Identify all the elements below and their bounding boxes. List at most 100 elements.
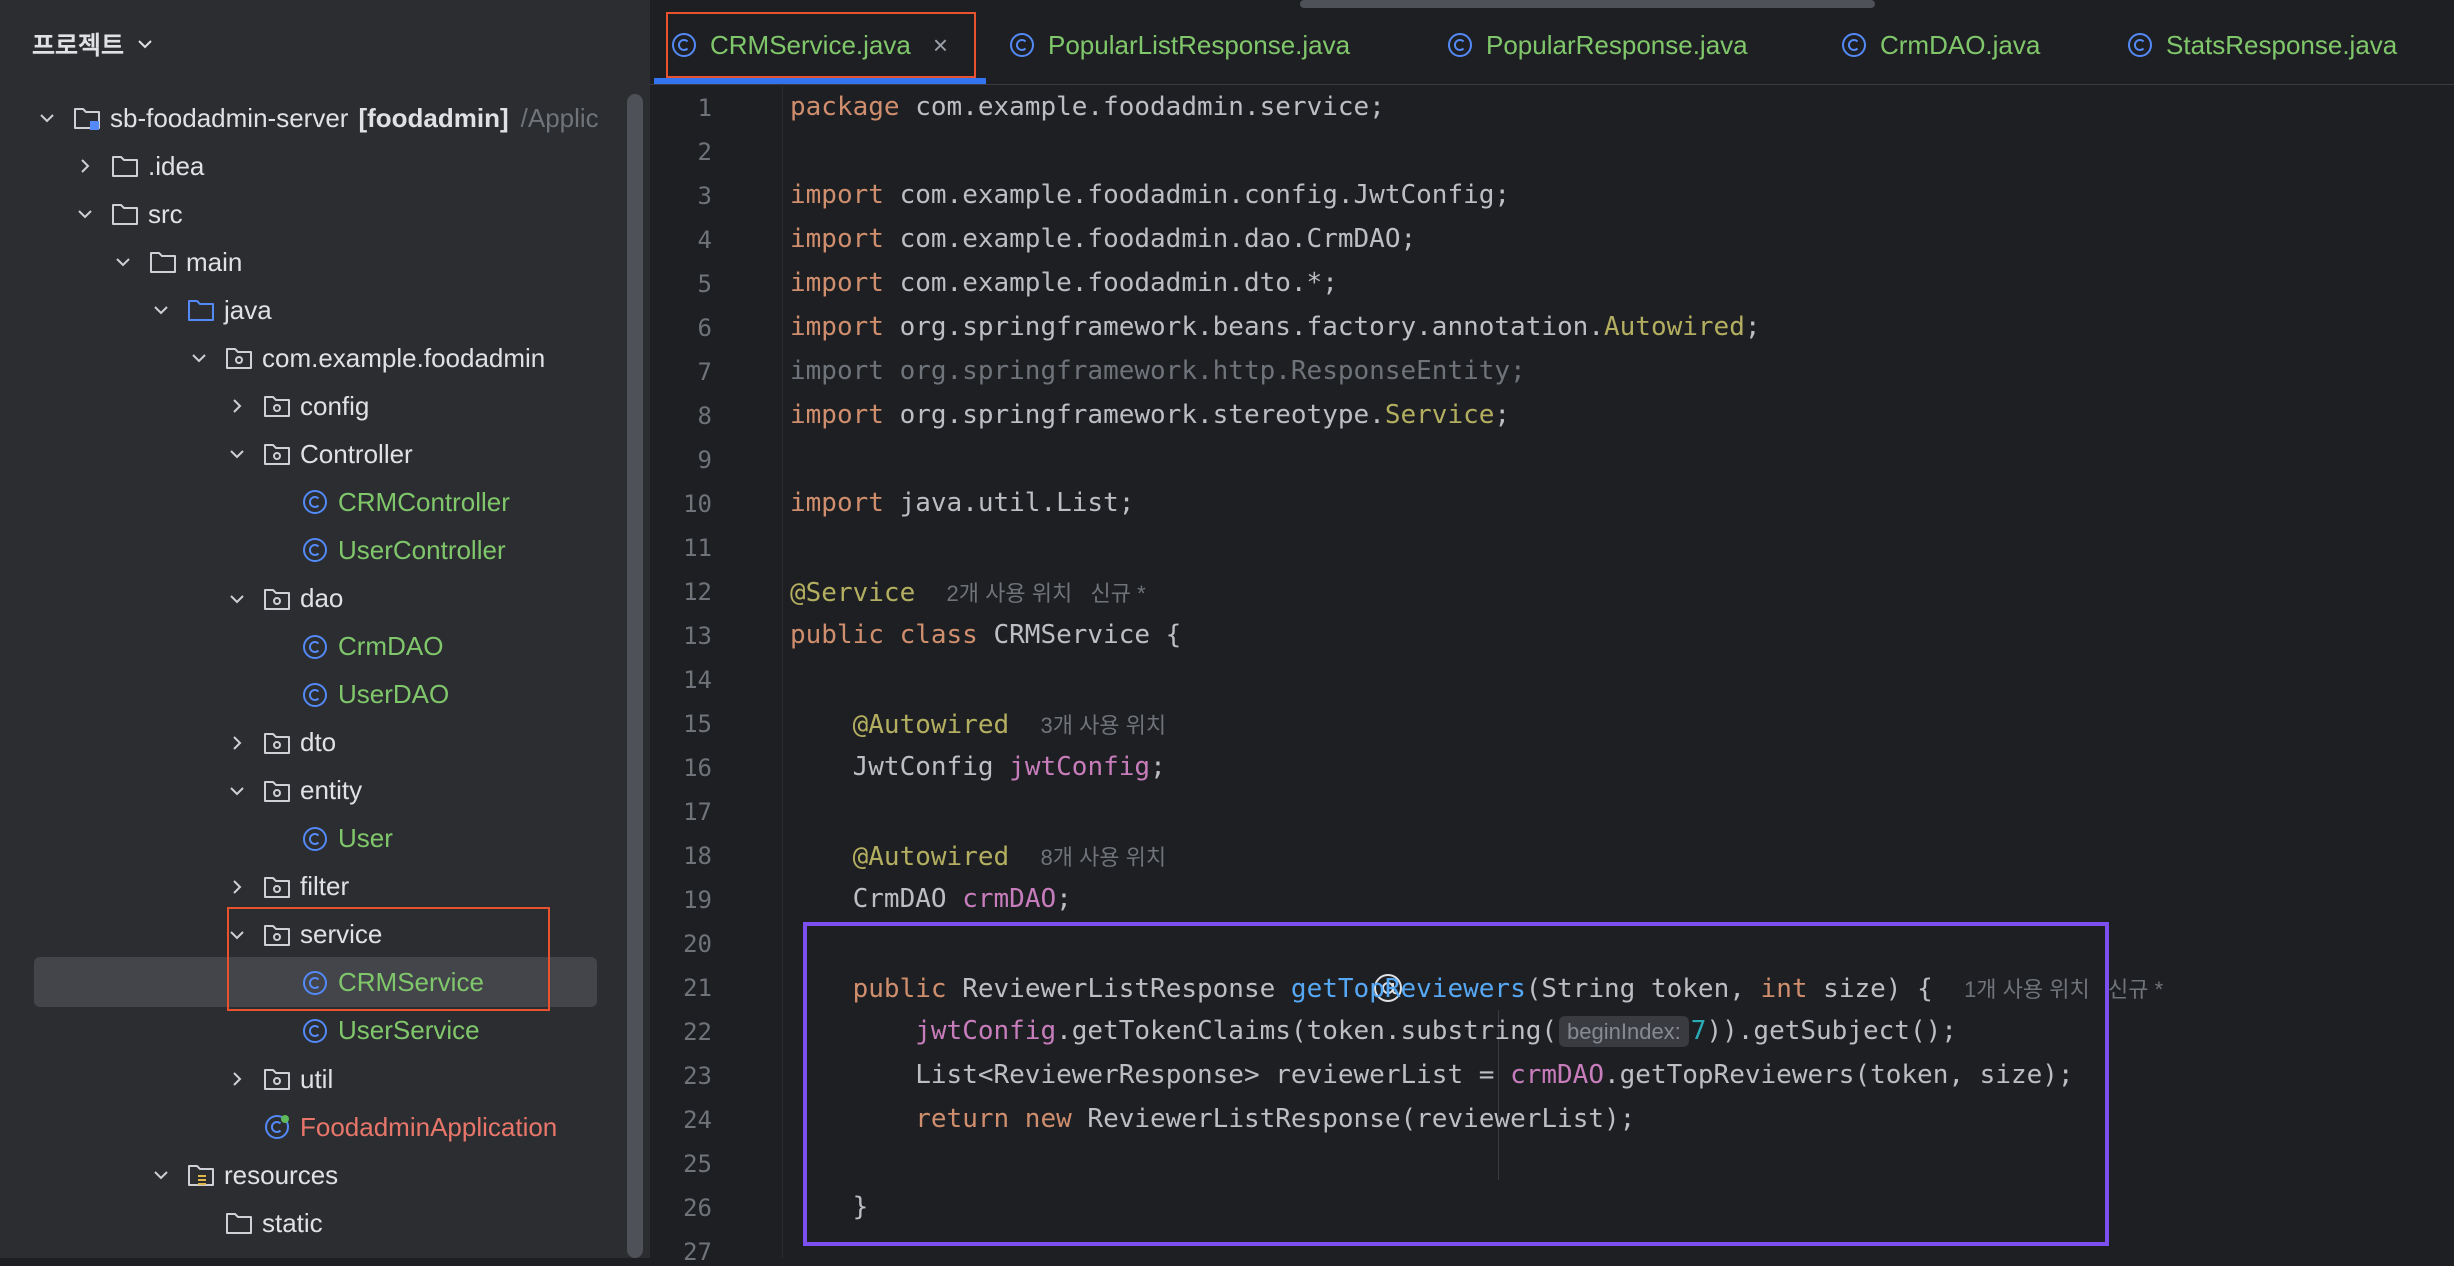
usage-hint[interactable]: 3개 사용 위치 (1040, 713, 1167, 738)
chevron-down-icon[interactable] (74, 203, 96, 225)
implementation-at-icon[interactable] (1372, 972, 1404, 1004)
tree-item-crmservice[interactable]: CRMService (264, 963, 484, 1003)
tree-item-service[interactable]: service (226, 915, 382, 955)
tab-popularresponse[interactable]: PopularResponse.java (1446, 16, 1748, 74)
tree-item-config[interactable]: config (226, 386, 369, 426)
class-icon (300, 632, 330, 662)
chevron-down-icon[interactable] (226, 588, 248, 610)
tree-item-controller[interactable]: Controller (226, 434, 413, 474)
chevron-down-icon[interactable] (150, 1164, 172, 1186)
tree-item-user[interactable]: User (264, 819, 393, 859)
tree-item-dao[interactable]: dao (226, 579, 343, 619)
gutter-divider (782, 84, 783, 1258)
tree-item-crmdao[interactable]: CrmDAO (264, 627, 443, 667)
package-icon (262, 920, 292, 950)
project-panel-title: 프로젝트 (32, 31, 125, 60)
tab-crmdao[interactable]: CrmDAO.java (1840, 16, 2040, 74)
code-line-1: package com.example.foodadmin.service; (790, 92, 1385, 122)
chevron-right-icon[interactable] (74, 155, 96, 177)
chevron-down-icon[interactable] (188, 347, 210, 369)
tree-item-label: UserDAO (338, 679, 450, 710)
tree-item-label: UserService (338, 1015, 480, 1046)
project-scrollbar[interactable] (627, 94, 643, 1258)
tree-item-entity[interactable]: entity (226, 771, 362, 811)
tab-label: StatsResponse.java (2166, 29, 2398, 60)
code-line-8: import org.springframework.stereotype.Se… (790, 400, 1511, 430)
tree-item-foodadminapplication[interactable]: FoodadminApplication (226, 1107, 557, 1147)
line-number: 12 (683, 578, 712, 606)
line-number: 16 (683, 754, 712, 782)
code-line-5: import com.example.foodadmin.dto.*; (790, 268, 1338, 298)
tree-item-label: config (300, 390, 370, 421)
editor-panel: CRMService.java × PopularListResponse.ja… (650, 0, 2454, 1266)
tree-item-main[interactable]: main (112, 242, 242, 282)
line-number: 18 (683, 842, 712, 870)
tree-item-dto[interactable]: dto (226, 723, 336, 763)
chevron-right-icon[interactable] (226, 1068, 248, 1090)
code-line-3: import com.example.foodadmin.config.JwtC… (790, 180, 1511, 210)
usage-hint[interactable]: 2개 사용 위치 신규 * (946, 581, 1146, 606)
tree-item-static[interactable]: static (188, 1203, 323, 1243)
chevron-down-icon[interactable] (226, 443, 248, 465)
tree-item-userservice[interactable]: UserService (264, 1011, 480, 1051)
class-icon (300, 487, 330, 517)
chevron-right-icon[interactable] (226, 876, 248, 898)
code-line-26: } (852, 1192, 869, 1222)
usage-hint[interactable]: 1개 사용 위치 신규 * (1964, 977, 2164, 1002)
tree-item-idea[interactable]: .idea (74, 146, 204, 186)
tree-item-label: java (224, 294, 272, 325)
chevron-down-icon[interactable] (150, 299, 172, 321)
line-number: 9 (697, 446, 712, 474)
project-panel-header[interactable]: 프로젝트 (32, 24, 156, 64)
code-line-10: import java.util.List; (790, 488, 1135, 518)
usage-hint[interactable]: 8개 사용 위치 (1040, 845, 1167, 870)
line-number: 10 (683, 490, 712, 518)
chevron-down-icon[interactable] (36, 107, 58, 129)
package-icon (262, 391, 292, 421)
tab-bar-scrollbar[interactable] (1300, 0, 1875, 8)
tree-item-java[interactable]: java (150, 290, 272, 330)
code-line-12: @Service 2개 사용 위치 신규 * (790, 578, 1146, 608)
line-number: 22 (683, 1018, 712, 1046)
tab-label: CRMService.java (710, 29, 911, 60)
package-icon (262, 728, 292, 758)
code-line-16: JwtConfig jwtConfig; (852, 752, 1166, 782)
code-line-7: import org.springframework.http.Response… (790, 356, 1526, 386)
tab-statsresponse[interactable]: StatsResponse.java (2126, 16, 2397, 74)
tree-item-src[interactable]: src (74, 194, 183, 234)
tree-item-resources[interactable]: resources (150, 1155, 338, 1195)
tree-item-label: util (300, 1063, 334, 1094)
chevron-right-icon[interactable] (226, 395, 248, 417)
chevron-down-icon[interactable] (226, 780, 248, 802)
tab-crmservice[interactable]: CRMService.java × (670, 16, 948, 74)
line-number: 6 (697, 314, 712, 342)
tree-item-label: CRMService (338, 967, 484, 998)
line-number: 20 (683, 930, 712, 958)
tree-item-userdao[interactable]: UserDAO (264, 675, 449, 715)
module-path: /Applic (520, 102, 599, 133)
close-icon[interactable]: × (932, 29, 949, 60)
tree-item-usercontroller[interactable]: UserController (264, 530, 506, 570)
tree-item-com-example-foodadmin[interactable]: com.example.foodadmin (188, 338, 545, 378)
tree-item-sb-foodadmin-server[interactable]: sb-foodadmin-server[foodadmin]/Applic (36, 98, 599, 138)
class-icon (672, 33, 696, 57)
chevron-down-icon[interactable] (112, 251, 134, 273)
chevron-right-icon[interactable] (226, 732, 248, 754)
tree-item-label: CrmDAO (338, 631, 444, 662)
tree-item-label: Controller (300, 438, 413, 469)
tab-popularlistresponse[interactable]: PopularListResponse.java (1008, 16, 1350, 74)
tree-item-util[interactable]: util (226, 1059, 333, 1099)
tree-item-label: resources (224, 1159, 339, 1190)
tab-label: CrmDAO.java (1880, 29, 2041, 60)
tree-item-crmcontroller[interactable]: CRMController (264, 482, 510, 522)
package-icon (224, 343, 254, 373)
tree-item-filter[interactable]: filter (226, 867, 349, 907)
chevron-down-icon[interactable] (226, 924, 248, 946)
tree-item-label: dao (300, 583, 344, 613)
indent-guide (1498, 1010, 1499, 1180)
line-number: 15 (683, 710, 712, 738)
tree-item-label: .idea (148, 150, 205, 181)
tree-item-label: service (300, 919, 383, 950)
folder-icon (110, 151, 140, 181)
